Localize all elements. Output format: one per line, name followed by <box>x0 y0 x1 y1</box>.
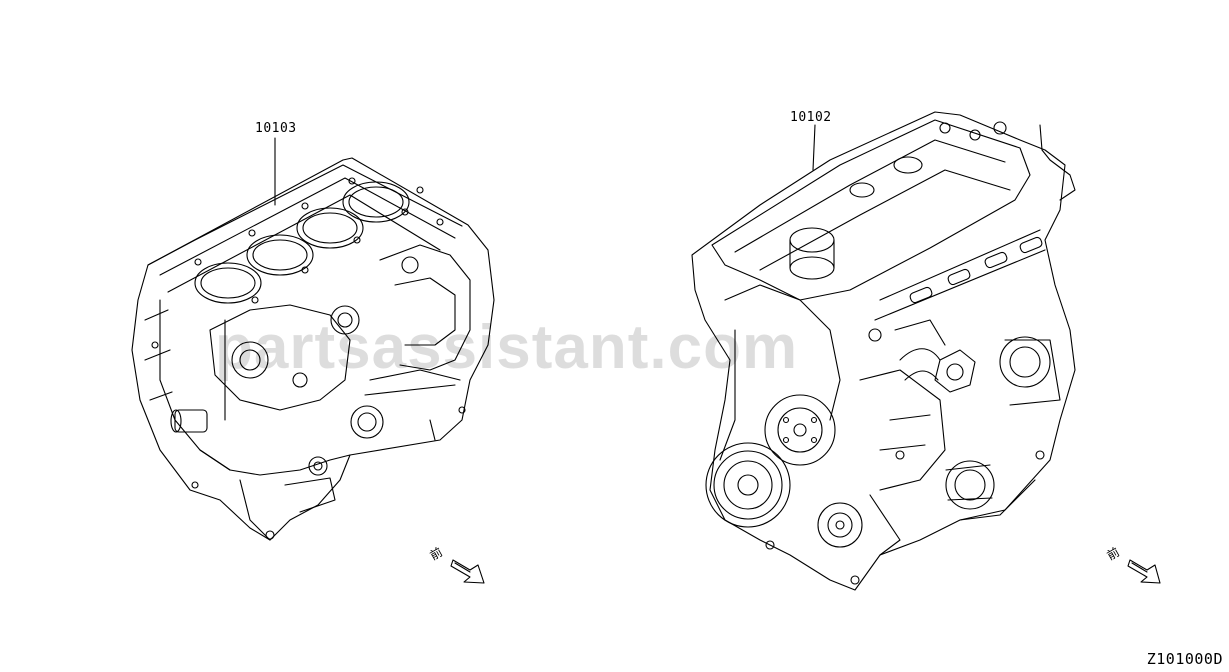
intake-ports <box>909 236 1043 304</box>
front-arrow-left <box>450 559 485 584</box>
water-pump-pulley <box>764 394 836 466</box>
block-deck-edge <box>147 164 463 266</box>
engine-assembly-drawing <box>691 111 1076 591</box>
callout-10103[interactable]: 10103 <box>255 121 297 136</box>
cylinder-block-drawing <box>131 137 495 541</box>
deck-bolt-holes <box>194 177 444 304</box>
oil-filler-cap <box>789 227 835 253</box>
watermark-text: partsassistant.com <box>215 313 799 382</box>
front-arrow-right <box>1127 559 1161 584</box>
callout-10102[interactable]: 10102 <box>790 110 832 125</box>
diagram-id: Z101000D <box>1146 650 1223 668</box>
block-outline <box>131 157 495 541</box>
cylinder-bores <box>194 181 410 304</box>
engine-leader-line <box>812 124 816 171</box>
crankshaft-pulley <box>705 442 791 528</box>
valve-cover <box>711 119 1031 301</box>
idler-pulley <box>817 502 863 548</box>
